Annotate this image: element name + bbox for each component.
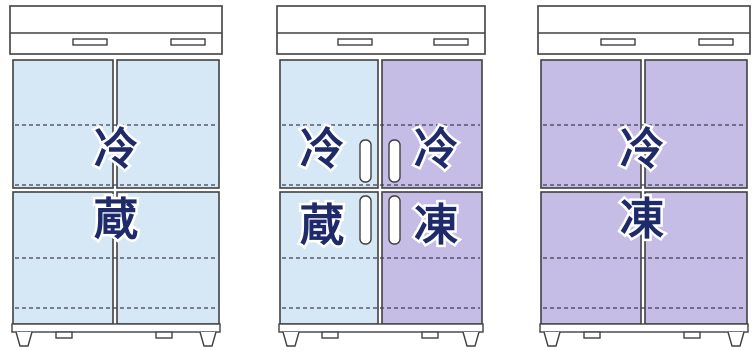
zone-label-line1: 冷 bbox=[94, 124, 138, 175]
zone-label-line1: 冷 bbox=[620, 124, 664, 175]
cabinet-base bbox=[11, 323, 221, 333]
zone-label-right-line1: 冷 bbox=[414, 124, 458, 175]
handle-top-left bbox=[359, 139, 372, 183]
leg-right bbox=[727, 331, 745, 347]
control-slot-left bbox=[337, 38, 373, 46]
leg-right bbox=[199, 331, 217, 347]
shelf-lines bbox=[543, 124, 745, 309]
leg-left bbox=[543, 331, 561, 347]
unit-freeze-only: 冷 凍 bbox=[537, 5, 751, 347]
zone-label-line2: 凍 bbox=[620, 194, 664, 245]
control-slot-left bbox=[600, 38, 636, 46]
handle-top-right bbox=[388, 139, 401, 183]
caster-right bbox=[155, 331, 173, 339]
zone-label-right-line2: 凍 bbox=[414, 200, 458, 251]
zone-label-left-line2: 蔵 bbox=[300, 200, 344, 251]
control-slot-left bbox=[72, 38, 108, 46]
control-slot-right bbox=[433, 38, 469, 46]
control-slot-right bbox=[170, 38, 206, 46]
caster-right bbox=[421, 331, 439, 339]
cabinet-top-panel bbox=[537, 5, 751, 55]
caster-left bbox=[321, 331, 339, 339]
door-top-left bbox=[12, 59, 114, 189]
unit-refrigerate-only: 冷 蔵 bbox=[9, 5, 223, 347]
cabinet-top-panel bbox=[276, 5, 486, 55]
unit-refrigerate-freeze: 冷 蔵 冷 凍 bbox=[276, 5, 486, 347]
shelf-lines bbox=[282, 124, 480, 309]
handle-bottom-left bbox=[359, 195, 372, 245]
cabinet-base bbox=[278, 323, 484, 333]
cabinet-top-panel bbox=[9, 5, 223, 55]
door-top-left bbox=[540, 59, 642, 189]
caster-left bbox=[55, 331, 73, 339]
door-handles bbox=[359, 139, 401, 245]
cabinet-base bbox=[539, 323, 749, 333]
door-top-right bbox=[116, 59, 220, 189]
handle-bottom-right bbox=[388, 195, 401, 245]
leg-right bbox=[462, 331, 480, 347]
zone-label-left-line1: 冷 bbox=[300, 124, 344, 175]
caster-right bbox=[683, 331, 701, 339]
caster-left bbox=[583, 331, 601, 339]
control-slot-right bbox=[698, 38, 734, 46]
zone-label-line2: 蔵 bbox=[94, 194, 138, 245]
shelf-lines bbox=[15, 124, 217, 309]
door-top-right bbox=[644, 59, 748, 189]
leg-left bbox=[282, 331, 300, 347]
leg-left bbox=[15, 331, 33, 347]
